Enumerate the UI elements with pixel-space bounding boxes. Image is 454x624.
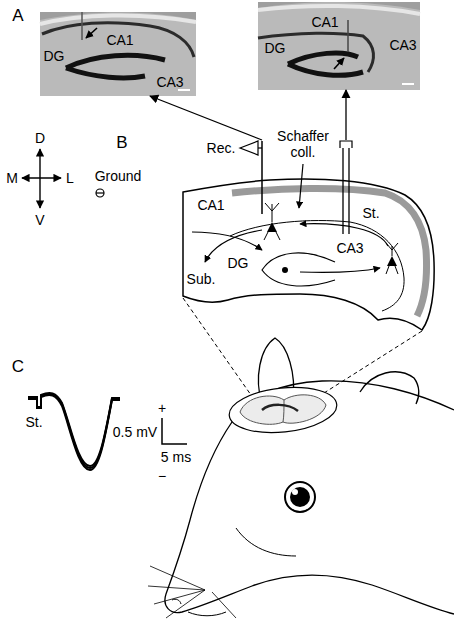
brain-midline <box>283 400 284 422</box>
stimulus-label: St. <box>25 414 42 430</box>
rat-head <box>165 422 454 614</box>
electrode-label: Ground <box>95 168 142 184</box>
compass-axis <box>22 177 61 178</box>
connector-arrow <box>345 90 346 140</box>
scale-bar <box>162 418 187 444</box>
granule-layer <box>288 64 363 75</box>
axis-label: L <box>66 170 74 186</box>
eye-highlight <box>292 489 298 495</box>
stimulating-electrode <box>340 141 352 148</box>
rat-eye <box>290 487 310 507</box>
micrograph-ground <box>258 2 420 90</box>
region-label: DG <box>44 48 65 64</box>
electrode-track <box>347 20 349 52</box>
mossy-fiber <box>300 268 380 272</box>
micrograph-panel: CA1DG CA3 <box>40 12 196 96</box>
region-label: CA1 <box>311 14 338 30</box>
ground-symbol <box>96 192 104 193</box>
recording-electrode <box>261 141 263 214</box>
pathway-label: Schaffer coll. <box>272 128 334 160</box>
region-label: CA1 <box>106 32 133 48</box>
rat-nostril <box>172 599 181 604</box>
dendrites <box>264 203 280 240</box>
scale-label: 0.5 mV <box>113 424 157 440</box>
rat-mouth <box>188 612 226 616</box>
connector-arrow <box>150 96 262 140</box>
axis-label: D <box>35 130 45 146</box>
pyramidal-layer <box>42 23 194 57</box>
polarity-sign: + <box>158 400 166 416</box>
whiskers <box>148 566 236 618</box>
micrograph-image <box>40 12 196 96</box>
skull-opening <box>227 382 339 437</box>
stimulating-electrode <box>348 148 349 234</box>
scale-bar <box>402 83 414 85</box>
granule-layer <box>66 68 145 78</box>
region-label: Sub. <box>187 271 216 287</box>
micrograph-ground <box>40 12 196 96</box>
field-potential-trace <box>28 394 120 468</box>
hippocampus-mark <box>262 405 298 411</box>
rat-eye <box>285 482 315 512</box>
scale-label: 5 ms <box>161 449 191 465</box>
axis-label: M <box>6 170 18 186</box>
region-label: CA3 <box>336 240 363 256</box>
pyramidal-neuron <box>267 222 277 232</box>
region-label: DG <box>228 255 249 271</box>
hippocampus-tissue <box>40 13 196 97</box>
micrograph-panel: CA1DG CA3 <box>258 2 420 90</box>
dentate-gyrus <box>262 253 335 286</box>
region-label: CA3 <box>156 74 183 90</box>
electrode-track <box>81 12 83 40</box>
axis-label: V <box>35 212 44 228</box>
region-label: CA1 <box>197 197 224 213</box>
electrode-label: Rec. <box>207 140 236 156</box>
region-label: DG <box>265 40 286 56</box>
slice-outline <box>180 140 438 340</box>
polarity-sign: − <box>158 468 166 484</box>
recording-electrode <box>240 141 258 155</box>
granule-layer <box>66 55 165 68</box>
pointer-arrow <box>86 28 97 38</box>
region-label: CA3 <box>389 37 416 53</box>
panel-letter: C <box>12 357 24 377</box>
hippocampal-slice: CA1CA3DG Sub. <box>180 140 438 340</box>
granule-layer <box>288 53 358 64</box>
pyramidal-neuron <box>387 256 397 266</box>
stimulating-electrode <box>342 148 343 234</box>
leader-arrow <box>299 164 303 208</box>
hippocampus-tissue <box>258 2 420 90</box>
pyramidal-layer <box>230 221 404 311</box>
ground-symbol <box>96 189 104 197</box>
electrode-label: St. <box>362 205 379 221</box>
micrograph-image <box>258 2 420 90</box>
dendrites <box>386 243 398 274</box>
panel-letter: A <box>12 6 23 26</box>
pyramidal-layer <box>258 33 373 72</box>
rat-cheek <box>236 528 296 556</box>
granule-cell <box>282 267 288 273</box>
pointer-arrow <box>334 58 344 69</box>
slice-outline <box>183 179 434 330</box>
alveus <box>258 6 420 14</box>
rat-brain <box>240 395 326 424</box>
zoom-line <box>183 298 258 405</box>
panel-letter: B <box>116 133 127 153</box>
